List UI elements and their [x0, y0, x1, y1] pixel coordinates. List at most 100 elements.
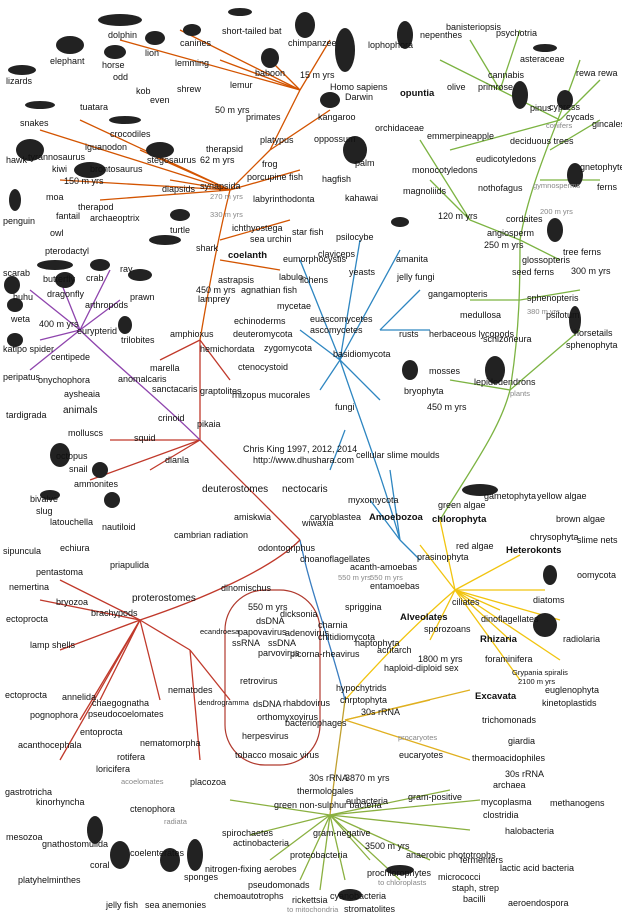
- label-radiata: radiata: [164, 817, 188, 826]
- label-kiwi: kiwi: [52, 164, 67, 174]
- label-tyrannosaurus: tyrannosaurus: [28, 152, 86, 162]
- stego-icon: [146, 142, 174, 158]
- label-ascomycetes: ascomycetes: [310, 325, 363, 335]
- label-nitrogen-fixing: nitrogen-fixing aerobes: [205, 864, 297, 874]
- label-dolphin: dolphin: [108, 30, 137, 40]
- label-picorna: picorna-rheavirus: [290, 649, 360, 659]
- label-latouchella: latouchella: [50, 517, 93, 527]
- label-dsdna-b: dsDNA: [253, 699, 282, 709]
- label-120myrs: 120 m yrs: [438, 211, 478, 221]
- label-papovavirus: papovavirus: [238, 627, 287, 637]
- label-lactic-acid: lactic acid bacteria: [500, 863, 574, 873]
- slug-icon: [40, 490, 60, 500]
- label-eucaryotes: eucaryotes: [399, 750, 444, 760]
- label-fungi: fungi: [335, 402, 355, 412]
- label-bacilli: bacilli: [463, 894, 486, 904]
- label-astrapsis: astrapsis: [218, 275, 255, 285]
- label-sponges: sponges: [184, 872, 219, 882]
- label-jelly-fungi: jelly fungi: [396, 272, 435, 282]
- label-62myrs: 62 m yrs: [200, 155, 235, 165]
- label-gastrotricha: gastrotricha: [5, 787, 52, 797]
- label-ssdna: ssDNA: [268, 638, 296, 648]
- label-onychophora: onychophora: [38, 375, 90, 385]
- label-herpesvirus: herpesvirus: [242, 731, 289, 741]
- label-angiosperm: angiosperm: [487, 228, 534, 238]
- label-150myrs: 150 m yrs: [64, 176, 104, 186]
- label-dragonfly: dragonfly: [47, 289, 85, 299]
- label-actinobacteria: actinobacteria: [233, 838, 289, 848]
- label-parvovirus: parvovirus: [258, 648, 300, 658]
- label-molluscs: molluscs: [68, 428, 104, 438]
- label-cypress: cypress: [549, 102, 581, 112]
- label-slug: slug: [36, 506, 53, 516]
- stromatolite-icon: [338, 889, 362, 901]
- label-tuatara: tuatara: [80, 102, 108, 112]
- label-ciliates: ciliates: [452, 597, 480, 607]
- label-thermoacidophiles: thermoacidophiles: [472, 753, 546, 763]
- label-entoprocta: entoprocta: [80, 727, 123, 737]
- crab-icon: [90, 259, 110, 271]
- label-deuteromycota: deuteromycota: [233, 329, 293, 339]
- choano-branch: [299, 539, 346, 701]
- label-snail: snail: [69, 464, 88, 474]
- label-mosses: mosses: [429, 366, 461, 376]
- label-porcupine-fish: porcupine fish: [247, 172, 303, 182]
- label-red-algae: red algae: [456, 541, 494, 551]
- label-butterfly: butterfly: [43, 274, 76, 284]
- spider-icon: [7, 333, 23, 347]
- label-fantail: fantail: [56, 211, 80, 221]
- octopus-icon: [50, 443, 70, 467]
- label-3870myrs: 3870 m yrs: [345, 773, 390, 783]
- label-gnathostomulida: gnathostomulida: [42, 839, 108, 849]
- label-emmer: emmer: [427, 131, 455, 141]
- label-retrovirus: retrovirus: [240, 676, 278, 686]
- lizard-icon: [8, 65, 36, 75]
- label-amanita: amanita: [396, 254, 428, 264]
- label-lemming: lemming: [175, 58, 209, 68]
- label-chaegognatha: chaegognatha: [92, 698, 149, 708]
- label-aysheaia: aysheaia: [64, 389, 100, 399]
- label-even: even: [150, 95, 170, 105]
- label-tobacco-mosaic: tobacco mosaic virus: [235, 750, 320, 760]
- label-nepenthes: nepenthes: [420, 30, 463, 40]
- label-homo-sapiens: Homo sapiens: [330, 82, 388, 92]
- label-lamprey: lamprey: [198, 294, 231, 304]
- label-hagfish: hagfish: [322, 174, 351, 184]
- scarab-icon: [4, 276, 20, 294]
- label-myxomycota: myxomycota: [348, 495, 399, 505]
- label-magnoliids: magnoliids: [403, 186, 447, 196]
- label-archaea: archaea: [493, 780, 526, 790]
- tree-fern-icon: [547, 218, 563, 242]
- label-pikaia: pikaia: [197, 419, 221, 429]
- label-ferns: ferns: [597, 182, 618, 192]
- bat-icon: [228, 8, 252, 16]
- label-dinomischus: dinomischus: [221, 583, 272, 593]
- label-heterokonts: Heterokonts: [506, 545, 561, 556]
- radiolaria-icon: [533, 613, 557, 637]
- asteraceae-icon: [533, 44, 557, 52]
- label-270myrs: 270 m yrs: [210, 192, 243, 201]
- label-lamp-shells: lamp shells: [30, 640, 76, 650]
- label-spriggina: spriggina: [345, 602, 382, 612]
- label-nothofagus: nothofagus: [478, 183, 523, 193]
- label-gram-negative: gram-negative: [313, 828, 371, 838]
- label-snakes: snakes: [20, 118, 49, 128]
- turtle-icon: [170, 209, 190, 221]
- horse-icon: [104, 45, 126, 59]
- elephant-icon: [56, 36, 84, 54]
- label-tree-ferns: tree ferns: [563, 247, 602, 257]
- mushroom-icon: [391, 217, 409, 227]
- pterodactyl-icon: [37, 260, 73, 270]
- label-550myrs-c: 550 m yrs: [338, 573, 371, 582]
- label-oppossum: oppossum: [314, 134, 356, 144]
- label-ectoprocta: ectoprocta: [5, 690, 47, 700]
- label-cordaites: cordaites: [506, 214, 543, 224]
- label-sanctacaris: sanctacaris: [152, 384, 198, 394]
- label-fermenters: fermenters: [460, 855, 504, 865]
- label-ctenocystoid: ctenocystoid: [238, 362, 288, 372]
- label-pseudomonads: pseudomonads: [248, 880, 310, 890]
- label-priapulida: priapulida: [110, 560, 149, 570]
- kangaroo-icon: [320, 92, 340, 108]
- label-turtle: turtle: [170, 225, 190, 235]
- label-cellular-slime: cellular slime moulds: [356, 450, 440, 460]
